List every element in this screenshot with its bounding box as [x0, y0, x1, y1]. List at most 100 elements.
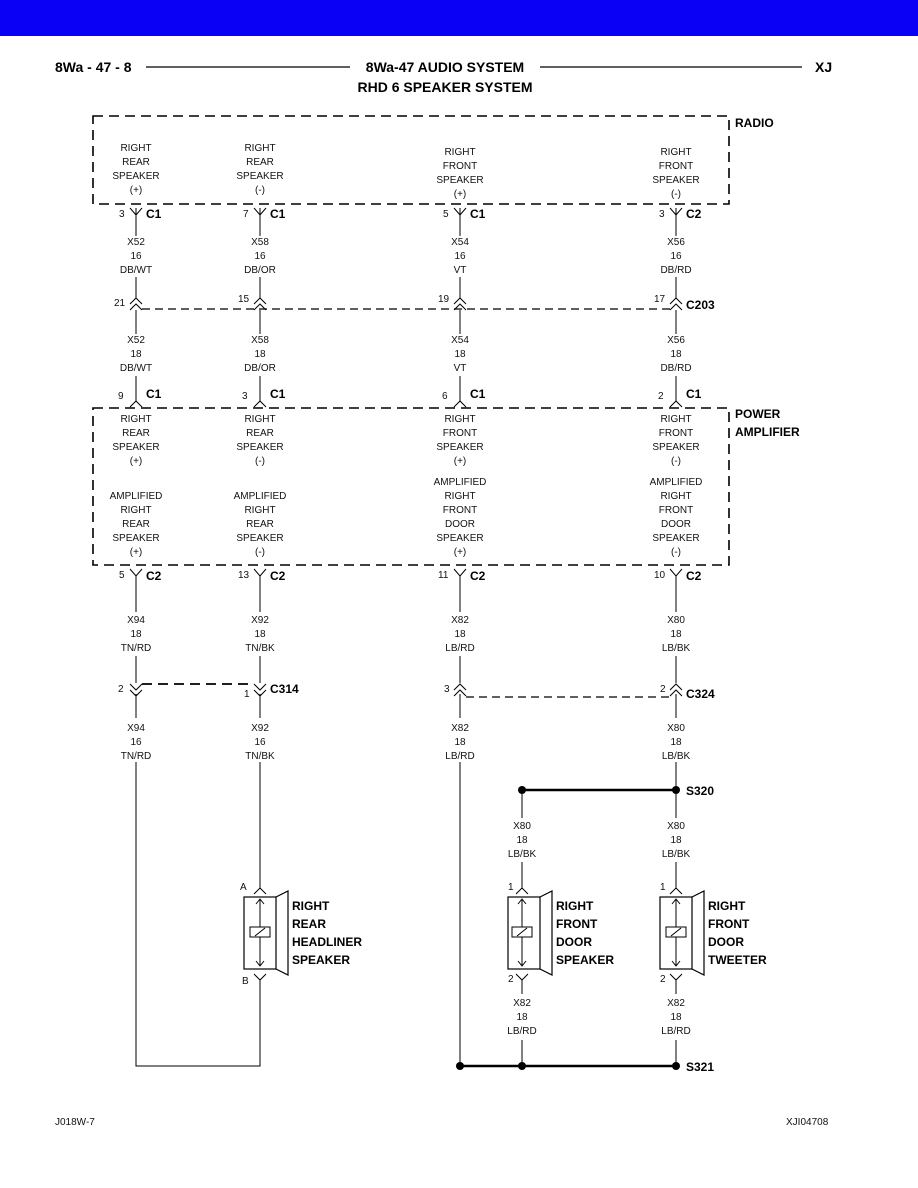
wire-color: LB/BK [508, 849, 537, 860]
speaker-arrows [517, 898, 527, 967]
wire-color: TN/BK [245, 643, 275, 654]
wire-color: LB/RD [445, 751, 474, 762]
pin-number: 9 [118, 391, 124, 402]
page-title: 8Wa-47 AUDIO SYSTEM [366, 59, 524, 75]
connector-name: C2 [270, 569, 286, 583]
connector-name: C1 [270, 387, 286, 401]
speaker-pin: B [242, 976, 249, 987]
amp-label: SPEAKER [112, 533, 159, 544]
amp-label: SPEAKER [652, 533, 699, 544]
wire-circuit: X52 [127, 237, 145, 248]
wire-circuit: X94 [127, 723, 145, 734]
amp-label: RIGHT [244, 505, 275, 516]
speaker-pin: 2 [660, 974, 666, 985]
speaker-label: DOOR [708, 935, 744, 949]
s320-label: S320 [686, 784, 714, 798]
pin-symbol [669, 207, 683, 222]
lower-wires [135, 584, 677, 1067]
c314-pin: 1 [244, 689, 250, 700]
c203-pin: 19 [438, 294, 450, 305]
speaker-cone [539, 890, 553, 976]
splice-dot [456, 1062, 464, 1070]
wire-labels-s320: X80 18 LB/BK X80 18 LB/BK [508, 821, 691, 860]
upper-wires [135, 208, 677, 402]
amp-input-pin-symbols [129, 400, 683, 408]
wire-color: LB/BK [662, 643, 691, 654]
wire-gauge: 18 [670, 1012, 682, 1023]
s321-label: S321 [686, 1060, 714, 1074]
pin-symbol [669, 882, 683, 895]
speaker-coil-slash [254, 927, 266, 937]
c203-label: C203 [686, 298, 715, 312]
wire-circuit: X58 [251, 335, 269, 346]
amp-label: (+) [130, 547, 143, 558]
page-number: 8Wa - 47 - 8 [55, 59, 132, 75]
speaker-body [507, 896, 541, 970]
splice-dot [518, 1062, 526, 1070]
amplifier-module-box [92, 407, 730, 566]
wire-color: DB/RD [660, 265, 691, 276]
wire-gauge: 16 [254, 737, 266, 748]
speaker-label: DOOR [556, 935, 592, 949]
amp-label: SPEAKER [236, 533, 283, 544]
pin-symbol [253, 973, 267, 981]
wire-circuit: X54 [451, 237, 469, 248]
c203-pin-symbol [129, 297, 143, 311]
speaker-coil-slash [670, 927, 682, 937]
amp-label: AMPLIFIED [650, 477, 703, 488]
wire-color: LB/BK [662, 849, 691, 860]
radio-label: RIGHT [120, 143, 151, 154]
wire-color: DB/WT [120, 265, 152, 276]
amp-label: (+) [454, 456, 467, 467]
radio-module-box [92, 115, 730, 205]
amplifier-label-line2: AMPLIFIER [735, 425, 800, 439]
connector-name: C2 [470, 569, 486, 583]
c324-label: C324 [686, 687, 715, 701]
speaker-cone [275, 890, 289, 976]
amp-label: FRONT [443, 505, 477, 516]
connector-name: C1 [470, 387, 486, 401]
wire-circuit: X94 [127, 615, 145, 626]
speaker-pin: 1 [508, 882, 514, 893]
connector-name: C1 [686, 387, 702, 401]
speaker-label: RIGHT [708, 899, 746, 913]
wire-color: DB/RD [660, 363, 691, 374]
speaker-pin: 2 [508, 974, 514, 985]
wire-circuit: X52 [127, 335, 145, 346]
wire-gauge: 18 [130, 629, 142, 640]
speaker-label: RIGHT [292, 899, 330, 913]
speaker-label: SPEAKER [556, 953, 614, 967]
amp-label: RIGHT [120, 505, 151, 516]
amp-label: DOOR [445, 519, 475, 530]
speaker-cone [691, 890, 705, 976]
wire-gauge: 16 [130, 737, 142, 748]
c324-pin: 2 [660, 684, 666, 695]
figure-code-left: J018W-7 [55, 1117, 95, 1128]
wire-circuit: X80 [667, 821, 685, 832]
pin-symbol [669, 400, 683, 408]
wire-gauge: 16 [670, 251, 682, 262]
amp-label: AMPLIFIED [234, 491, 287, 502]
connector-name: C1 [146, 387, 162, 401]
radio-label: RIGHT [244, 143, 275, 154]
amp-label: (-) [255, 456, 265, 467]
vehicle-code: XJ [815, 59, 832, 75]
c203-pin: 17 [654, 294, 666, 305]
amplifier-label-line1: POWER [735, 407, 781, 421]
wire-gauge: 18 [254, 629, 266, 640]
wire-gauge: 18 [454, 349, 466, 360]
wire-labels-amp-in: X52 18 DB/WT X58 18 DB/OR X54 18 VT X56 … [120, 335, 692, 374]
c203-pin-symbol [253, 297, 267, 311]
amp-label: FRONT [443, 428, 477, 439]
amp-label: REAR [246, 428, 274, 439]
radio-label: SPEAKER [112, 171, 159, 182]
front-door-speaker [507, 882, 553, 994]
wire-color: TN/BK [245, 751, 275, 762]
wire-color: DB/OR [244, 265, 276, 276]
pin-symbol [253, 207, 267, 222]
pin-number: 3 [119, 209, 125, 220]
wire-color: TN/RD [121, 751, 152, 762]
wire-gauge: 16 [454, 251, 466, 262]
connector-name: C2 [146, 569, 162, 583]
